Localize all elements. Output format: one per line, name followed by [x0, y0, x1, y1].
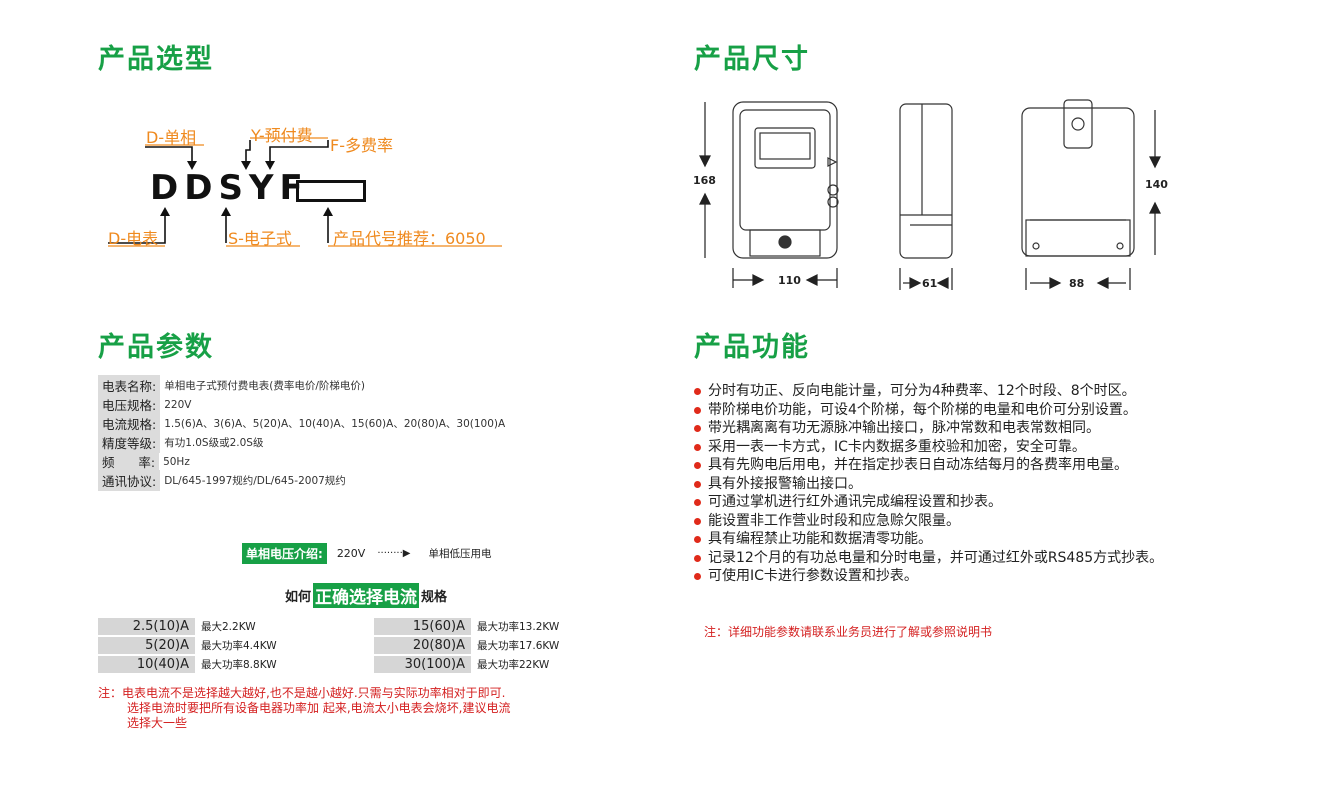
label-f-multi-rate: F-多费率 — [330, 136, 393, 155]
note-line: 选择大一些 — [127, 716, 188, 730]
param-label: 电表名称: — [98, 375, 161, 396]
spec-row: 20(80)A 最大功率17.6KW — [374, 636, 559, 654]
current-heading: 如何 正确选择电流 规格 — [285, 583, 447, 608]
spec-row: 10(40)A 最大功率8.8KW — [98, 655, 277, 673]
dim-width-back: 88 — [1069, 277, 1085, 290]
param-value: 50Hz — [163, 455, 190, 468]
label-d-meter: D-电表 — [108, 229, 159, 248]
param-row: 精度等级:有功1.0S级或2.0S级 — [98, 432, 505, 453]
current-heading-prefix: 如何 — [285, 590, 312, 605]
spec-current: 2.5(10)A — [98, 617, 195, 635]
function-item: 带阶梯电价功能，可设4个阶梯，每个阶梯的电量和电价可分别设置。 — [692, 401, 1163, 420]
dim-width-front: 110 — [778, 274, 801, 287]
spec-power: 最大功率4.4KW — [201, 639, 277, 652]
spec-power: 最大功率8.8KW — [201, 658, 277, 671]
function-item: 可通过掌机进行红外通讯完成编程设置和抄表。 — [692, 493, 1163, 512]
current-heading-highlight: 正确选择电流 — [313, 583, 420, 608]
note-line: 注：电表电流不是选择越大越好,也不是越小越好.只需与实际功率相对于即可. — [98, 686, 506, 700]
dim-height-front: 168 — [693, 174, 716, 187]
voltage-intro-desc: 单相低压用电 — [428, 548, 492, 560]
function-item: 能设置非工作营业时段和应急赊欠限量。 — [692, 512, 1163, 531]
current-note: 注：电表电流不是选择越大越好,也不是越小越好.只需与实际功率相对于即可. 选择电… — [98, 686, 598, 731]
label-d-single-phase: D-单相 — [146, 128, 197, 147]
functions-note: 注：详细功能参数请联系业务员进行了解或参照说明书 — [704, 625, 993, 639]
spec-row: 5(20)A 最大功率4.4KW — [98, 636, 277, 654]
param-value: 单相电子式预付费电表(费率电价/阶梯电价) — [164, 380, 365, 392]
param-row: 电表名称:单相电子式预付费电表(费率电价/阶梯电价) — [98, 375, 505, 396]
function-item: 分时有功正、反向电能计量，可分为4种费率、12个时段、8个时区。 — [692, 382, 1163, 401]
param-value: 有功1.0S级或2.0S级 — [164, 437, 264, 449]
function-item: 记录12个月的有功总电量和分时电量，并可通过红外或RS485方式抄表。 — [692, 549, 1163, 568]
spec-power: 最大功率13.2KW — [477, 620, 560, 633]
selection-title: 产品选型 — [98, 44, 214, 75]
param-label: 精度等级: — [98, 432, 161, 453]
param-value: DL/645-1997规约/DL/645-2007规约 — [164, 475, 346, 487]
function-item: 采用一表一卡方式，IC卡内数据多重校验和加密，安全可靠。 — [692, 438, 1163, 457]
param-row: 电流规格:1.5(6)A、3(6)A、5(20)A、10(40)A、15(60)… — [98, 413, 506, 434]
spec-current: 20(80)A — [374, 636, 471, 654]
meter-drawings-svg — [699, 99, 1161, 290]
function-item: 带光耦离离有功无源脉冲输出接口，脉冲常数和电表常数相同。 — [692, 419, 1163, 438]
dim-depth-side: 61 — [922, 277, 938, 290]
voltage-intro: 单相电压介绍: 220V ········▶ 单相低压用电 — [242, 543, 491, 564]
functions-list: 分时有功正、反向电能计量，可分为4种费率、12个时段、8个时区。 带阶梯电价功能… — [692, 382, 1163, 586]
function-item: 可使用IC卡进行参数设置和抄表。 — [692, 567, 1163, 586]
params-title: 产品参数 — [98, 332, 214, 363]
function-item: 具有外接报警输出接口。 — [692, 475, 1163, 494]
dimensions-title: 产品尺寸 — [694, 44, 810, 75]
param-label: 通讯协议: — [98, 470, 161, 491]
spec-power: 最大功率22KW — [477, 658, 550, 671]
param-value: 220V — [164, 398, 192, 411]
voltage-intro-value: 220V — [336, 547, 366, 560]
params-list: 电表名称:单相电子式预付费电表(费率电价/阶梯电价) 电压规格:220V 电流规… — [98, 375, 506, 491]
spec-power: 最大2.2KW — [201, 620, 256, 633]
spec-current: 30(100)A — [374, 655, 471, 673]
label-product-code: 产品代号推荐：6050 — [333, 229, 486, 248]
current-spec-table-right: 15(60)A 最大功率13.2KW 20(80)A 最大功率17.6KW 30(1… — [374, 617, 559, 674]
param-value: 1.5(6)A、3(6)A、5(20)A、10(40)A、15(60)A、20(… — [164, 418, 506, 430]
param-label: 电流规格: — [98, 413, 161, 434]
param-label: 电压规格: — [98, 394, 161, 415]
side-view-outline — [899, 103, 953, 259]
label-y-prepaid: Y-预付费 — [251, 126, 313, 145]
function-item: 具有编程禁止功能和数据清零功能。 — [692, 530, 1163, 549]
front-view-outline — [732, 101, 838, 259]
spec-current: 5(20)A — [98, 636, 195, 654]
spec-current: 10(40)A — [98, 655, 195, 673]
param-row: 电压规格:220V — [98, 394, 505, 415]
spec-row: 30(100)A 最大功率22KW — [374, 655, 559, 673]
param-label: 频 率: — [98, 451, 160, 472]
spec-row: 2.5(10)A 最大2.2KW — [98, 617, 277, 635]
label-s-electronic: S-电子式 — [228, 229, 292, 248]
model-code: DDSYF — [150, 168, 309, 208]
spec-row: 15(60)A 最大功率13.2KW — [374, 617, 559, 635]
function-item: 具有先购电后用电，并在指定抄表日自动冻结每月的各费率用电量。 — [692, 456, 1163, 475]
current-heading-suffix: 规格 — [421, 590, 448, 605]
spec-current: 15(60)A — [374, 617, 471, 635]
note-line: 选择电流时要把所有设备电器功率加 起来,电流太小电表会烧坏,建议电流 — [127, 701, 511, 715]
current-spec-table-left: 2.5(10)A 最大2.2KW 5(20)A 最大功率4.4KW 10(40)A 最… — [98, 617, 277, 674]
functions-title: 产品功能 — [694, 332, 810, 363]
dim-height-back: 140 — [1145, 178, 1168, 191]
dotted-arrow-icon: ········▶ — [377, 548, 411, 559]
param-row: 频 率:50Hz — [98, 451, 505, 472]
voltage-intro-tag: 单相电压介绍: — [242, 543, 327, 564]
spec-power: 最大功率17.6KW — [477, 639, 560, 652]
model-arrows — [108, 137, 502, 247]
product-code-box — [296, 180, 366, 202]
param-row: 通讯协议:DL/645-1997规约/DL/645-2007规约 — [98, 470, 505, 491]
